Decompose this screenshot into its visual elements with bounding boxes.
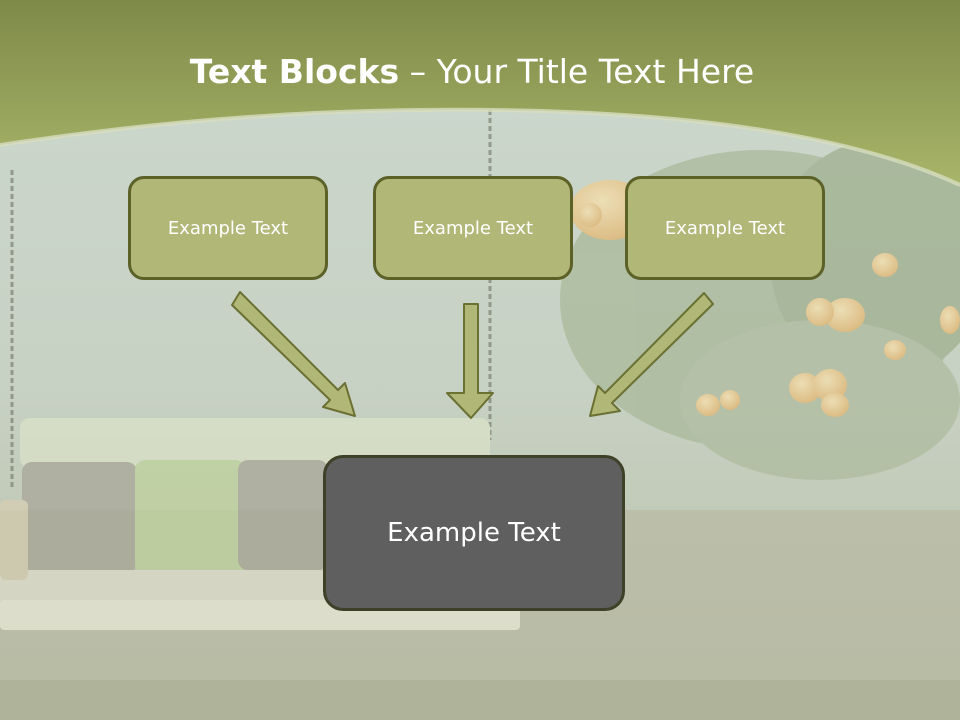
title-bold-part: Text Blocks xyxy=(189,52,400,91)
title-dash: – xyxy=(399,52,437,91)
text-block-3-label: Example Text xyxy=(664,217,786,239)
arrow-right-diagonal xyxy=(589,292,714,417)
text-block-3: Example Text xyxy=(625,176,825,280)
slide-title: Text Blocks – Your Title Text Here xyxy=(0,52,944,91)
text-block-2: Example Text xyxy=(373,176,573,280)
target-text-block-label: Example Text xyxy=(387,518,561,548)
title-rest: Your Title Text Here xyxy=(436,52,755,91)
target-text-block: Example Text xyxy=(323,455,625,611)
arrow-left-diagonal xyxy=(231,291,356,417)
text-block-2-label: Example Text xyxy=(412,217,534,239)
arrow-center-down xyxy=(446,303,494,419)
text-block-1-label: Example Text xyxy=(167,217,289,239)
text-block-1: Example Text xyxy=(128,176,328,280)
